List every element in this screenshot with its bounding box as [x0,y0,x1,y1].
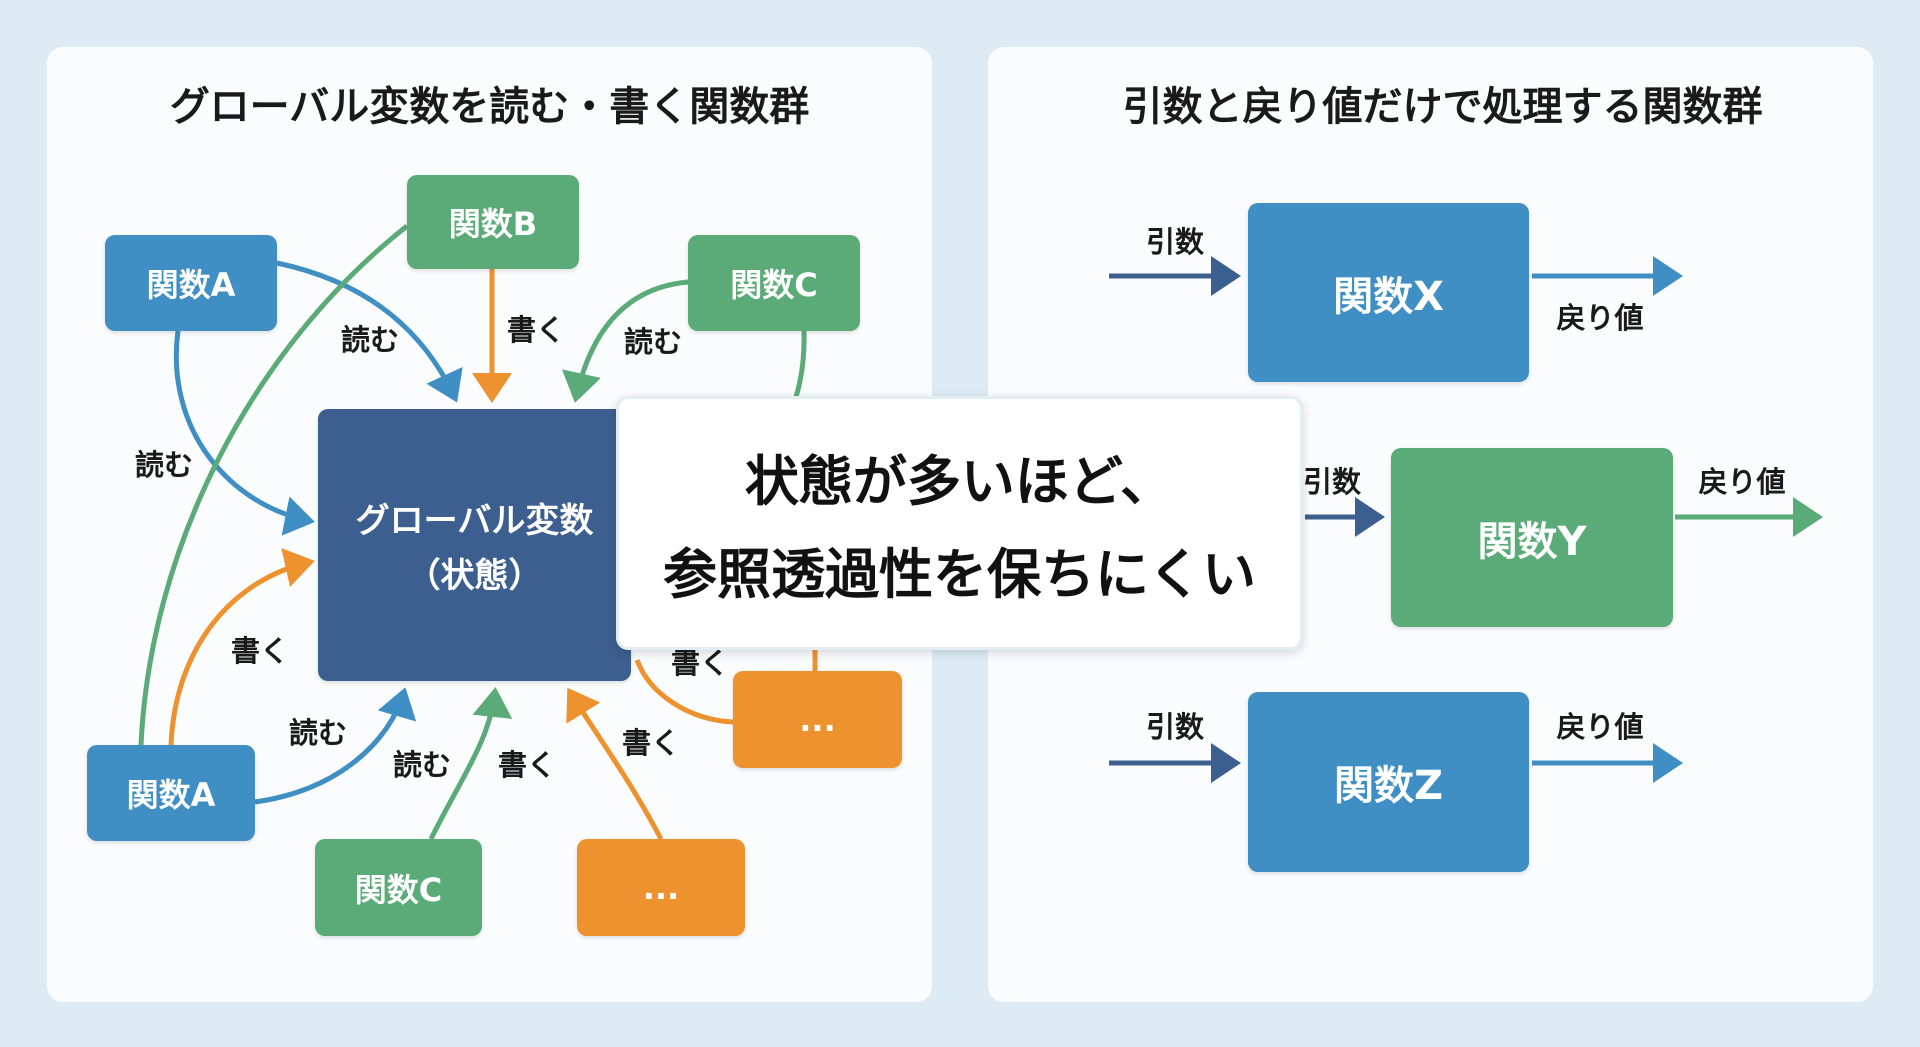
node-global-variable: グローバル変数 （状態） [318,409,631,681]
label-write: 書く [497,748,557,782]
node-func-c-bottom: 関数C [315,839,482,936]
node-func-b: 関数B [407,175,579,269]
label-read: 読む [340,323,400,357]
global-line1: グローバル変数 [355,501,594,541]
left-title: グローバル変数を読む・書く関数群 [169,84,810,130]
arrow-a-bottom-write [168,547,315,746]
callout-box: 状態が多いほど、 参照透過性を保ちにくい [616,396,1303,650]
callout-line1: 状態が多いほど、 [744,450,1175,513]
arrow-a-bottom-read [254,687,417,805]
arrow-more-bottom-write [566,687,664,841]
arrow-c-top-down [792,330,807,401]
node-func-a-top: 関数A [105,235,277,331]
global-line2: （状態） [406,556,543,596]
label-read: 読む [392,748,452,782]
label-read: 読む [623,325,683,359]
arrow-c-bottom-read [428,687,513,841]
label-input-x: 引数 [1145,225,1205,259]
label-read: 読む [288,716,348,750]
label-output-x: 戻り値 [1556,301,1644,335]
arrow-c-top-read [561,279,689,403]
node-func-y: 関数Y [1391,448,1673,627]
arrow-more-right-write [634,659,734,725]
node-func-c-top: 関数C [688,235,860,331]
label-input-z: 引数 [1145,710,1205,744]
label-write: 書く [230,634,290,668]
right-title: 引数と戻り値だけで処理する関数群 [1122,84,1763,130]
label-input-y: 引数 [1302,465,1362,499]
node-more-right: ... [733,671,902,768]
arrow-a-top-read-left [174,330,315,536]
label-output-y: 戻り値 [1698,465,1786,499]
label-write: 書く [621,726,681,760]
node-func-a-bottom: 関数A [87,745,255,841]
arrow-a-top-read [276,260,463,403]
node-more-bottom: ... [577,839,745,936]
node-func-z: 関数Z [1248,692,1529,872]
callout-line2: 参照透過性を保ちにくい [663,543,1256,606]
label-write: 書く [670,646,730,680]
label-write: 書く [506,313,566,347]
label-read: 読む [134,448,194,482]
label-output-z: 戻り値 [1556,710,1644,744]
node-func-x: 関数X [1248,203,1529,382]
arrow-b-long [138,224,409,746]
